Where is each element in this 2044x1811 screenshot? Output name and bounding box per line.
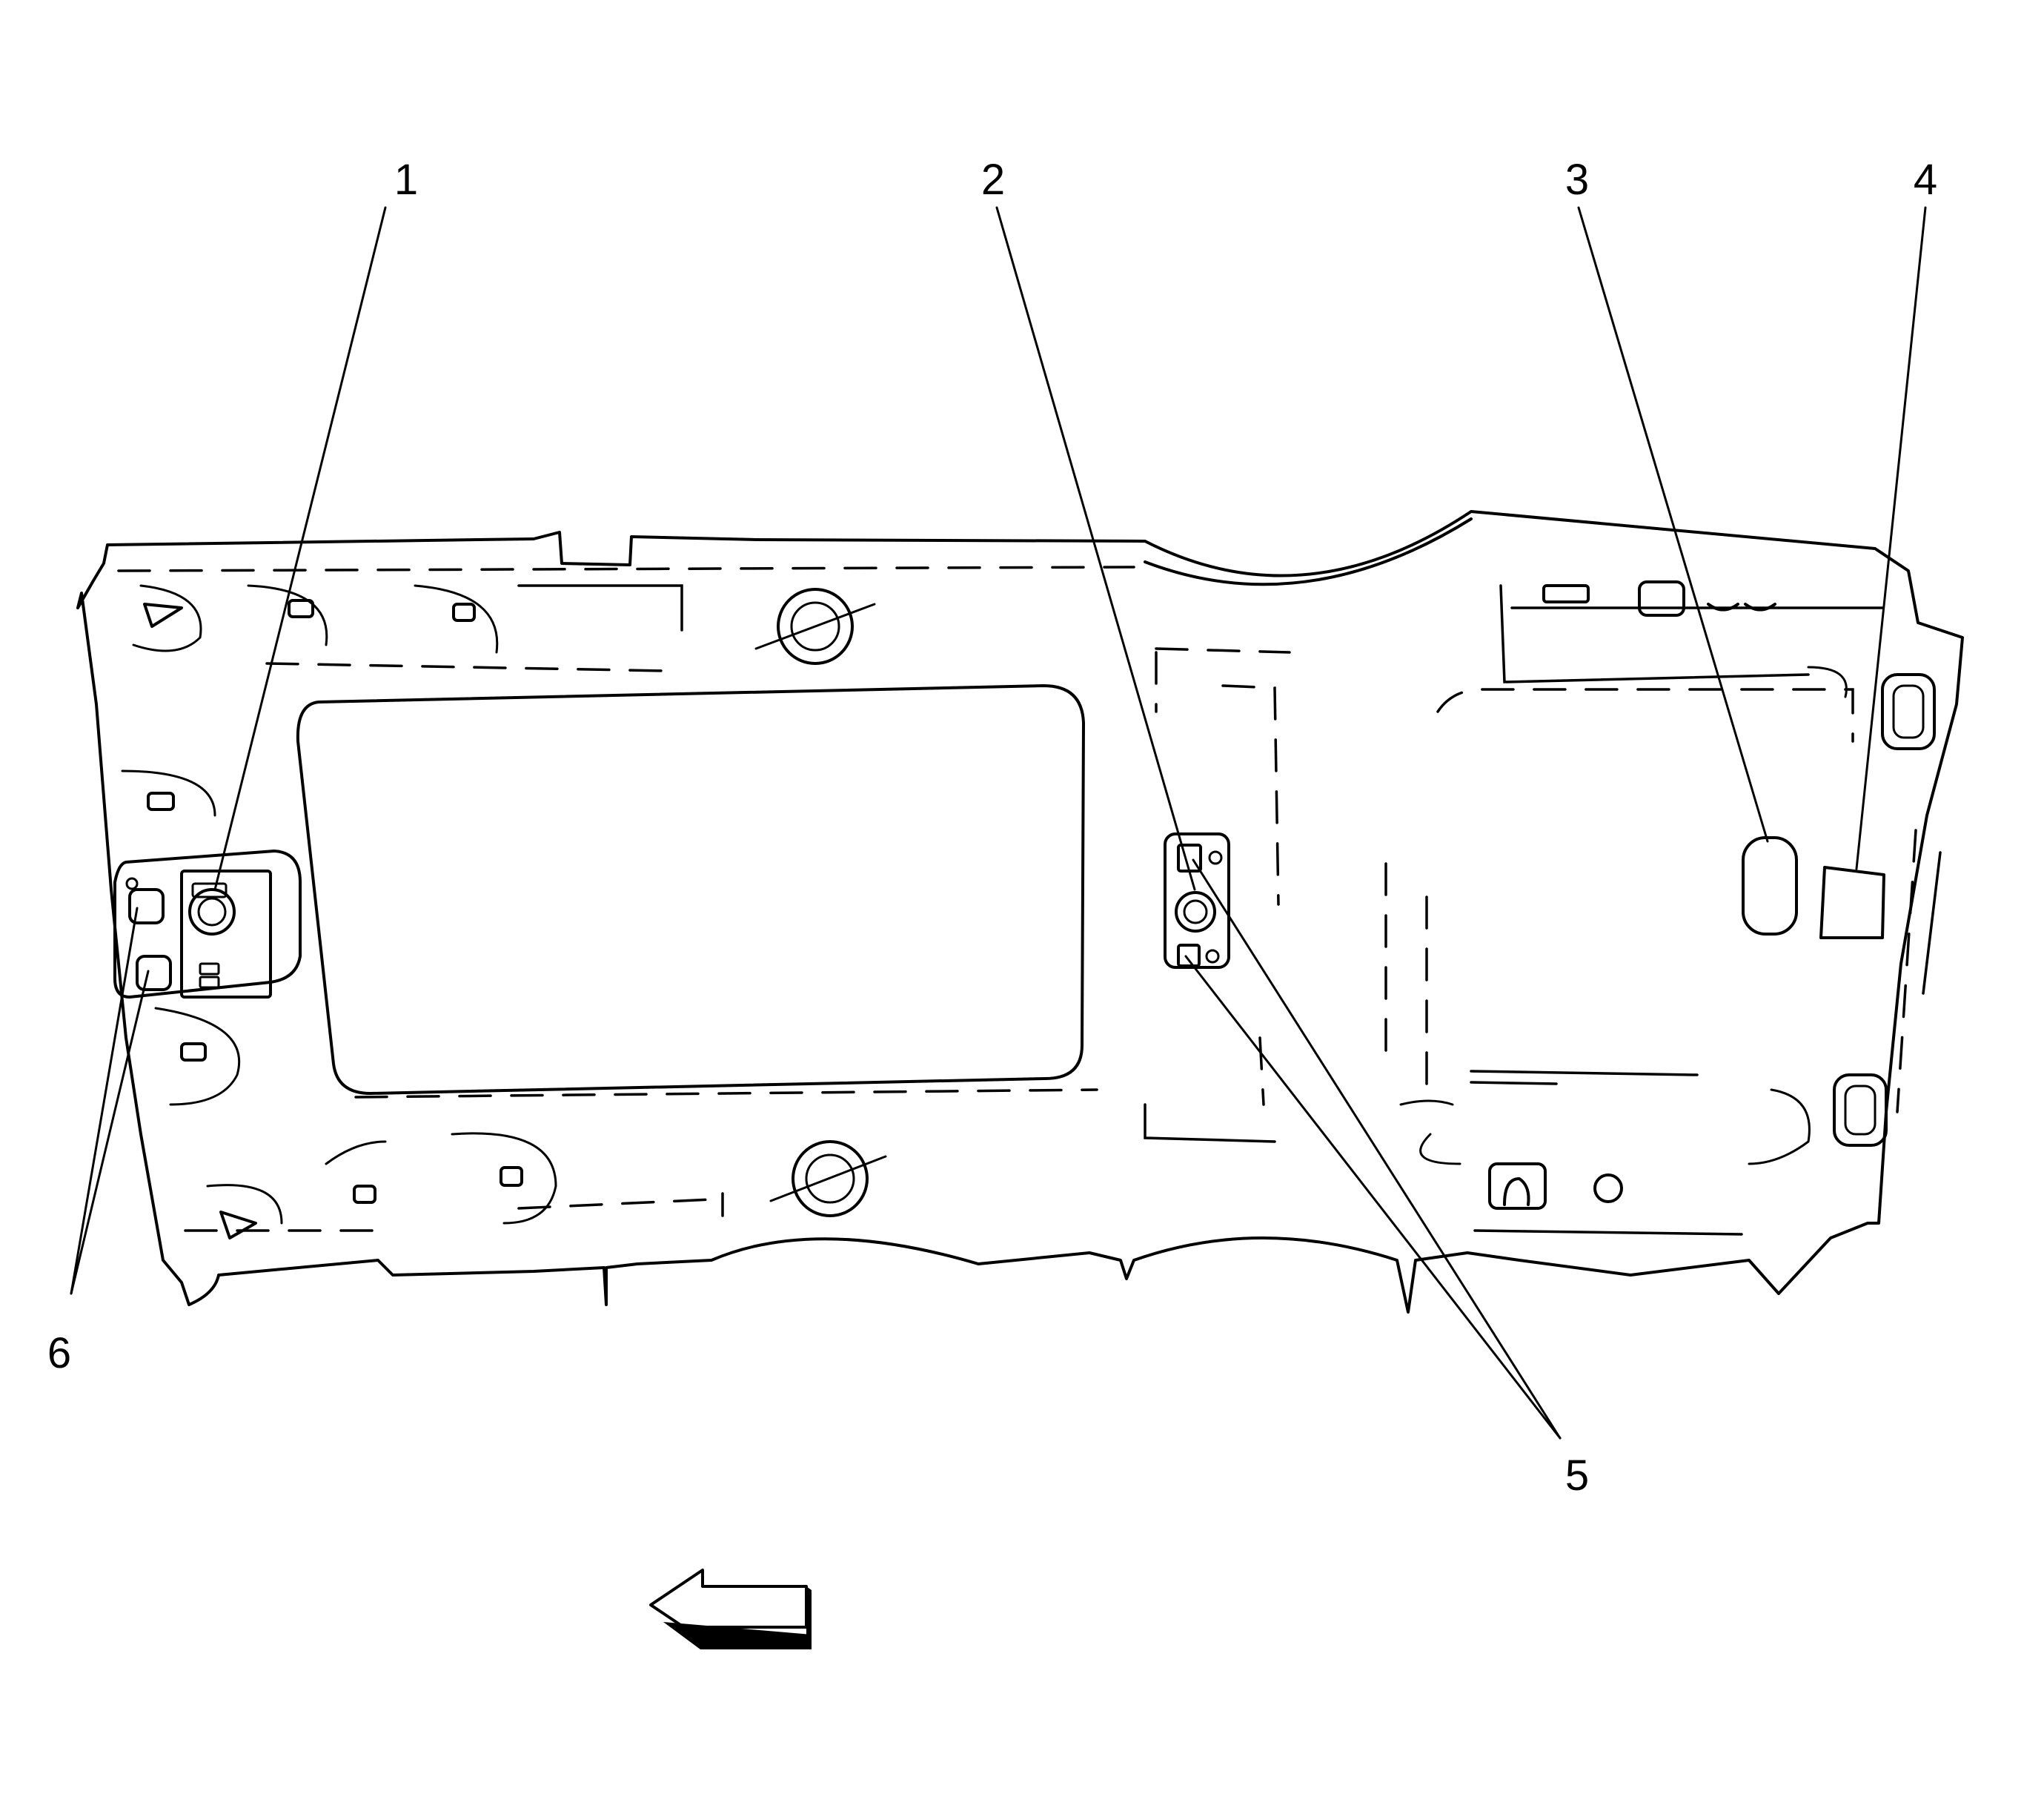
rear-console-items: [1488, 580, 1776, 1210]
trim-lines-bottom: [184, 1088, 1743, 1236]
leader-lines: [70, 206, 1927, 1440]
rear-reading-console: [1164, 832, 1230, 969]
trim-lines-top: [117, 566, 1942, 1113]
vent-markers: [143, 599, 523, 1239]
sunroof-opening: [296, 684, 1085, 1095]
front-overhead-console: [113, 850, 302, 999]
panel-4: [1819, 866, 1885, 939]
callout-6: 6: [47, 1329, 71, 1377]
callout-1: 1: [394, 156, 418, 204]
grab-handles: [754, 588, 1936, 1217]
callout-5: 5: [1565, 1451, 1589, 1500]
headliner-outline: [76, 510, 1964, 1314]
callout-4: 4: [1914, 156, 1937, 204]
callout-2: 2: [981, 156, 1005, 204]
arrow-left-icon: [649, 1569, 812, 1649]
panel-3: [1742, 836, 1798, 936]
top-recess-arc: [1144, 517, 1473, 586]
callout-3: 3: [1565, 156, 1589, 204]
edge-recesses: [121, 584, 1848, 1225]
